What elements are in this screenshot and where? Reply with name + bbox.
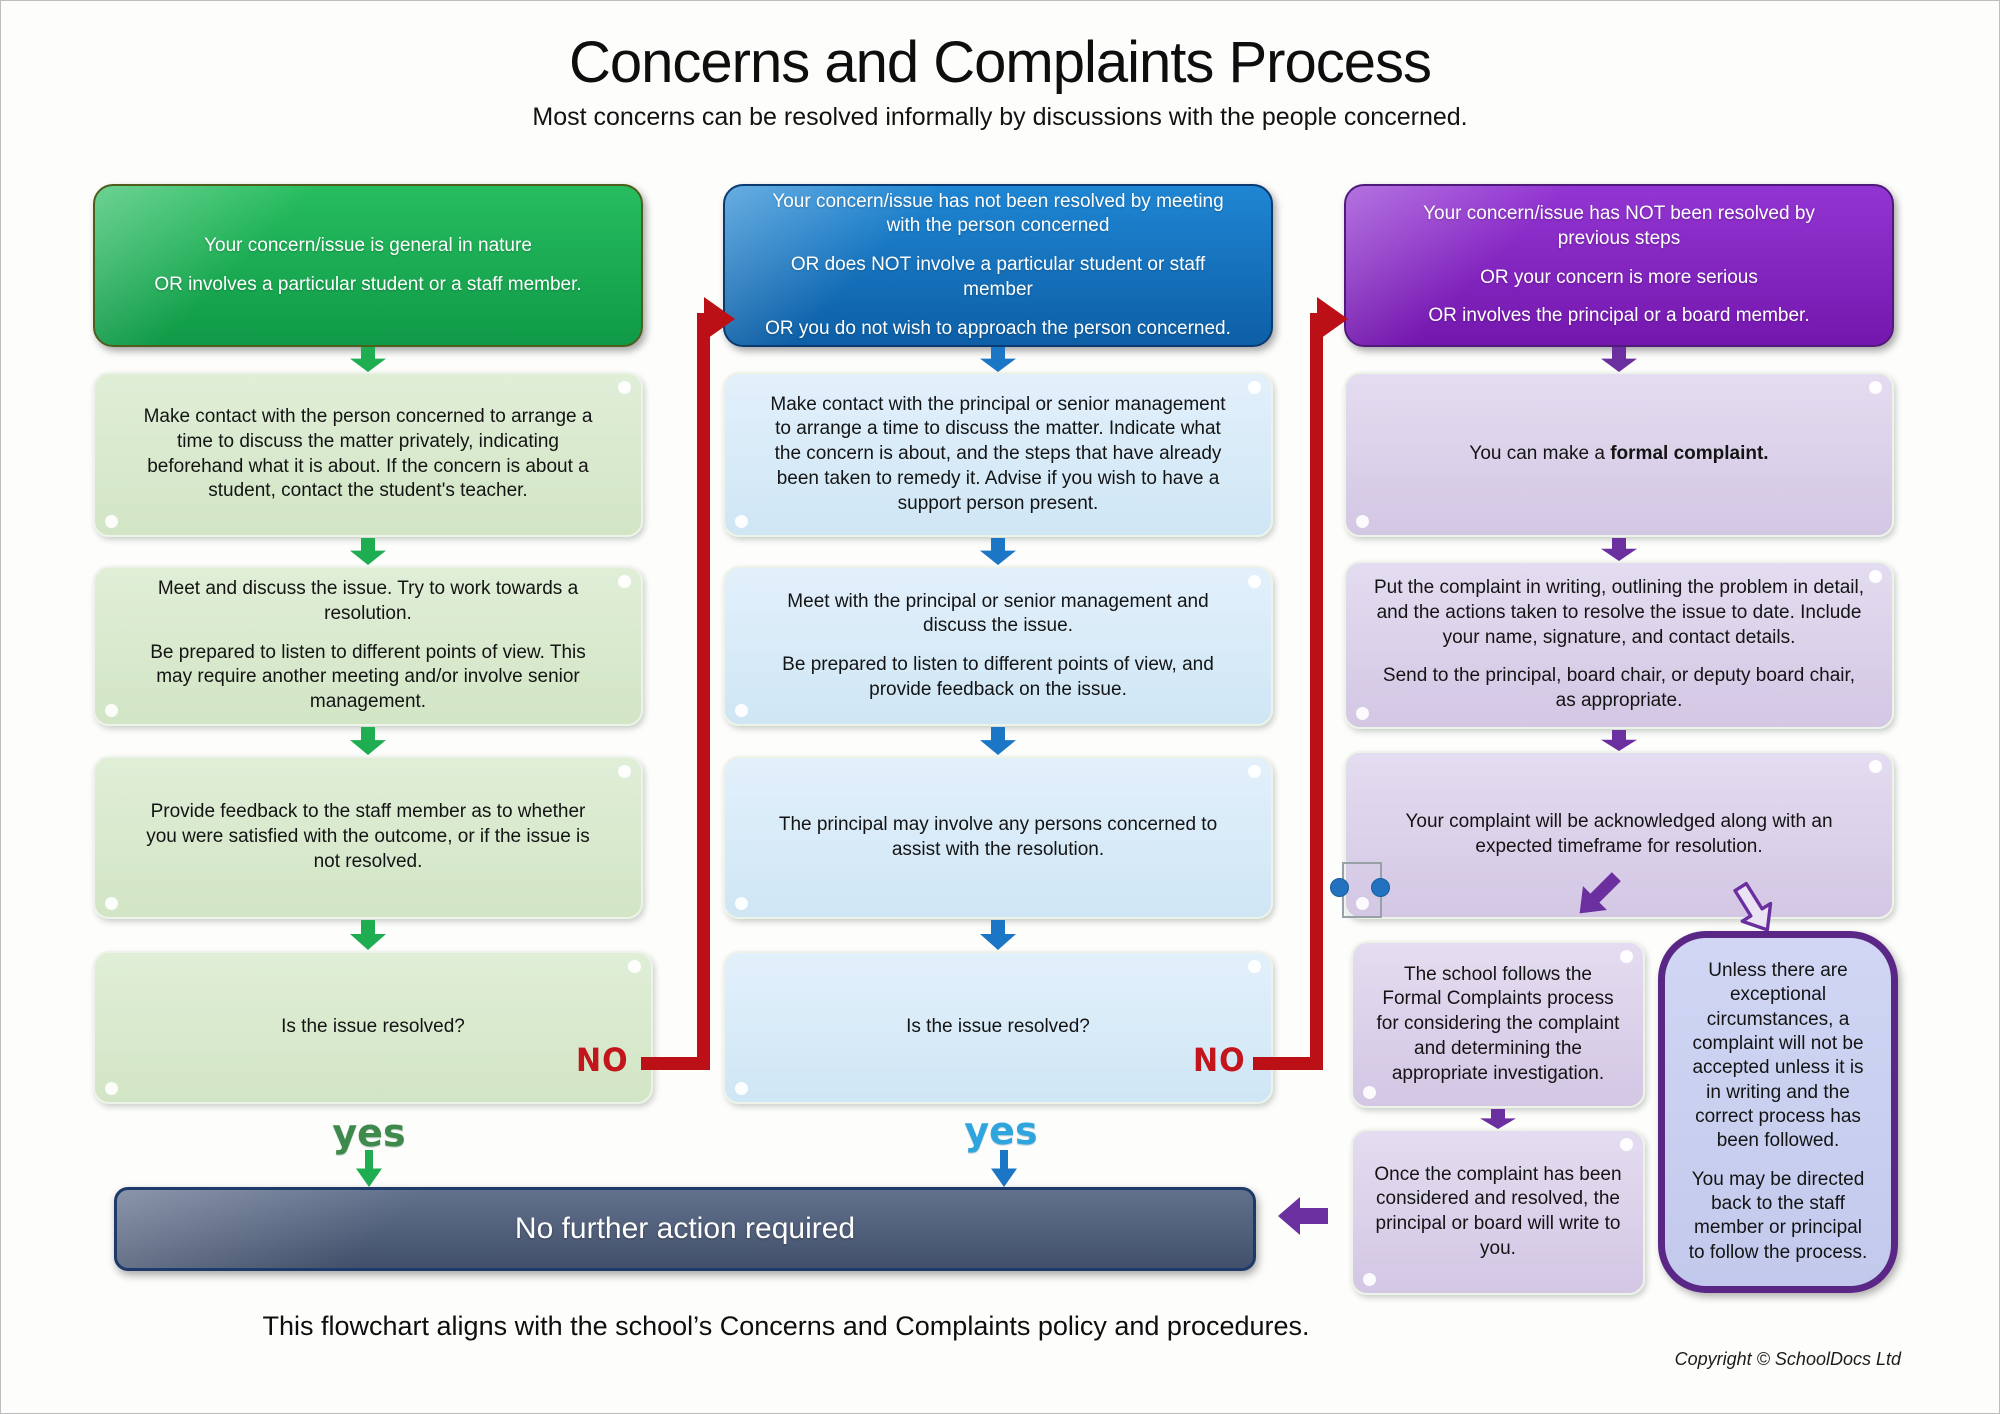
box-text: You can make a formal complaint. <box>1469 442 1768 467</box>
box-text: Meet and discuss the issue. Try to work … <box>157 578 579 624</box>
box-text: Make contact with the person concerned t… <box>143 406 593 502</box>
blue-header-box: Your concern/issue has not been resolved… <box>723 184 1273 347</box>
red-no-connector-horizontal <box>1253 1057 1312 1070</box>
purple-down-arrow <box>1601 347 1637 372</box>
box-text: Unless there are exceptional circumstanc… <box>1692 960 1864 1152</box>
footer-note: This flowchart aligns with the school’s … <box>262 1311 1310 1341</box>
box-text: Your concern/issue has NOT been resolved… <box>1423 203 1815 249</box>
selection-handle-right[interactable] <box>1371 878 1390 897</box>
purple-down-arrow <box>1601 730 1637 751</box>
box-text: Your complaint will be acknowledged alon… <box>1405 811 1833 857</box>
green-down-arrow <box>350 347 386 372</box>
blue-down-arrow <box>980 347 1016 372</box>
box-text: OR does NOT involve a particular student… <box>790 254 1206 300</box>
red-no-connector-vertical <box>1310 313 1323 1070</box>
box-text: The principal may involve any persons co… <box>778 813 1218 860</box>
page-subtitle: Most concerns can be resolved informally… <box>532 103 1468 131</box>
page-title: Concerns and Complaints Process <box>569 30 1432 95</box>
green-down-arrow <box>350 538 386 565</box>
green-header-box: Your concern/issue is general in nature … <box>93 184 643 347</box>
green-step-feedback-box: Provide feedback to the staff member as … <box>93 756 643 919</box>
box-text: OR you do not wish to approach the perso… <box>765 317 1231 339</box>
blue-yes-label: yes <box>964 1109 1038 1153</box>
box-text: OR involves the principal or a board mem… <box>1428 305 1810 327</box>
purple-step-formal-box: You can make a formal complaint. <box>1344 372 1894 537</box>
selection-handle-left[interactable] <box>1330 878 1349 897</box>
decision-question: Is the issue resolved? <box>281 1016 465 1038</box>
green-yes-down-arrow <box>356 1150 382 1187</box>
purple-step-acknowledged-box: Your complaint will be acknowledged alon… <box>1344 751 1894 919</box>
blue-down-arrow <box>980 920 1016 950</box>
red-no-connector-vertical <box>697 313 710 1070</box>
blue-yes-down-arrow <box>991 1150 1017 1187</box>
green-step-meet-box: Meet and discuss the issue. Try to work … <box>93 566 643 726</box>
blue-step-meet-box: Meet with the principal or senior manage… <box>723 566 1273 726</box>
purple-step-writing-box: Put the complaint in writing, outlining … <box>1344 561 1894 729</box>
green-yes-label: yes <box>332 1111 406 1155</box>
green-step-contact-box: Make contact with the person concerned t… <box>93 372 643 537</box>
box-text: Your concern/issue is general in nature <box>204 234 532 256</box>
blue-down-arrow <box>980 727 1016 755</box>
box-text-bold: formal complaint. <box>1610 443 1769 465</box>
purple-header-box: Your concern/issue has NOT been resolved… <box>1344 184 1894 347</box>
purple-left-arrow <box>1278 1197 1328 1235</box>
purple-down-arrow <box>1480 1109 1516 1129</box>
decision-question: Is the issue resolved? <box>906 1016 1090 1038</box>
red-no-connector-horizontal <box>641 1057 699 1070</box>
copyright-note: Copyright © SchoolDocs Ltd <box>1674 1349 1901 1369</box>
outcome-label: No further action required <box>514 1212 856 1245</box>
box-text: Be prepared to listen to different point… <box>782 654 1214 700</box>
box-text: Be prepared to listen to different point… <box>150 641 586 713</box>
green-no-label: NO <box>576 1041 629 1080</box>
box-text: Provide feedback to the staff member as … <box>146 801 590 872</box>
box-text: Send to the principal, board chair, or d… <box>1382 665 1856 712</box>
red-no-arrowhead <box>704 297 735 341</box>
green-down-arrow <box>350 727 386 755</box>
box-text: You may be directed back to the staff me… <box>1688 1168 1868 1263</box>
blue-decision-box: Is the issue resolved? <box>723 951 1273 1104</box>
box-text: Once the complaint has been considered a… <box>1374 1163 1622 1259</box>
green-down-arrow <box>350 920 386 950</box>
box-text: Your concern/issue has not been resolved… <box>772 190 1224 237</box>
blue-no-label: NO <box>1193 1041 1246 1080</box>
box-text: OR involves a particular student or a st… <box>154 273 582 295</box>
outcome-bar: No further action required <box>114 1187 1256 1271</box>
purple-down-arrow <box>1601 538 1637 561</box>
purple-diagonal-left-arrow <box>1579 872 1621 914</box>
green-decision-box: Is the issue resolved? <box>93 951 653 1104</box>
purple-step-outcome-box: Once the complaint has been considered a… <box>1351 1129 1645 1295</box>
box-text: The school follows the Formal Complaints… <box>1376 963 1620 1084</box>
box-text: Meet with the principal or senior manage… <box>787 590 1209 637</box>
box-text: OR your concern is more serious <box>1480 266 1758 288</box>
blue-step-contact-box: Make contact with the principal or senio… <box>723 372 1273 537</box>
red-no-arrowhead <box>1317 297 1348 341</box>
box-text-plain: You can make a <box>1469 443 1611 465</box>
box-text: Put the complaint in writing, outlining … <box>1373 577 1865 648</box>
side-note-box: Unless there are exceptional circumstanc… <box>1658 931 1898 1293</box>
blue-down-arrow <box>980 538 1016 565</box>
box-text: Make contact with the principal or senio… <box>770 393 1226 514</box>
purple-step-process-box: The school follows the Formal Complaints… <box>1351 941 1645 1108</box>
hollow-diagonal-right-arrow <box>1733 881 1773 932</box>
blue-step-involve-box: The principal may involve any persons co… <box>723 756 1273 919</box>
